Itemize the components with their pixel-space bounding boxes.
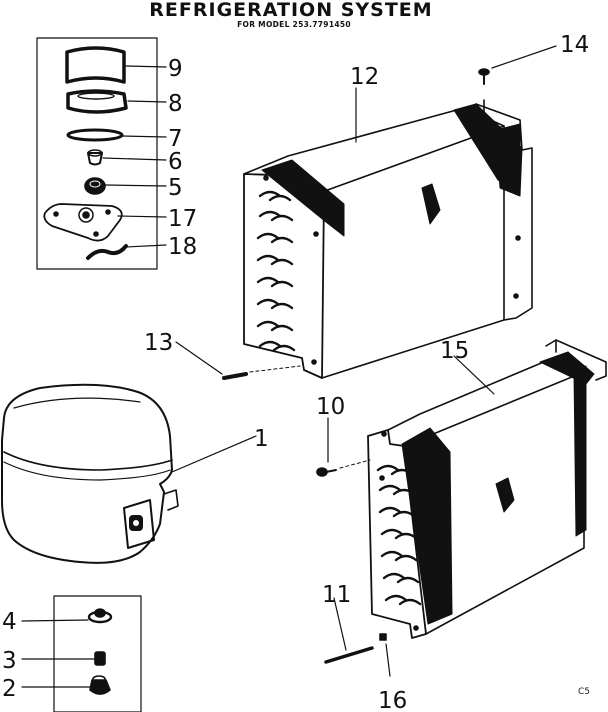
part-9-cover bbox=[65, 46, 126, 84]
part-8-pad bbox=[66, 89, 128, 114]
part-6-grommet bbox=[87, 149, 103, 166]
callout-17: 17 bbox=[168, 206, 197, 232]
callout-8: 8 bbox=[168, 91, 183, 117]
callout-1: 1 bbox=[254, 426, 269, 452]
callout-12: 12 bbox=[350, 64, 379, 90]
callout-6: 6 bbox=[168, 149, 183, 175]
callout-labels: 9 8 7 6 5 17 18 12 14 13 15 10 1 11 16 4… bbox=[2, 32, 590, 712]
corner-code: C5 bbox=[578, 687, 590, 697]
callout-11: 11 bbox=[322, 582, 351, 608]
diagram-title: REFRIGERATION SYSTEM bbox=[149, 0, 433, 21]
part-11-rod bbox=[324, 597, 374, 664]
part-16-nut bbox=[379, 633, 391, 677]
part-13-screw bbox=[175, 341, 301, 380]
callout-7: 7 bbox=[168, 126, 183, 152]
callout-13: 13 bbox=[144, 330, 173, 356]
part-3-sleeve bbox=[94, 651, 106, 666]
callout-18: 18 bbox=[168, 234, 197, 260]
callout-2: 2 bbox=[2, 676, 17, 702]
part-15-evaporator bbox=[367, 339, 607, 639]
callout-9: 9 bbox=[168, 56, 183, 82]
callout-5: 5 bbox=[168, 175, 183, 201]
callout-14: 14 bbox=[560, 32, 589, 58]
part-4-washer bbox=[87, 608, 113, 624]
callout-4: 4 bbox=[2, 609, 17, 635]
parts-group-box-upper bbox=[36, 37, 158, 270]
parts-group-box-lower bbox=[53, 595, 142, 712]
part-18-clip bbox=[86, 244, 128, 260]
diagram-subtitle: FOR MODEL 253.7791450 bbox=[237, 20, 351, 29]
callout-16: 16 bbox=[378, 688, 407, 712]
part-10-screw bbox=[316, 417, 371, 477]
part-2-grommet bbox=[89, 675, 111, 695]
part-7-gasket bbox=[66, 128, 124, 142]
part-14-screw bbox=[478, 45, 557, 85]
part-12-condenser bbox=[243, 99, 533, 379]
callout-15: 15 bbox=[440, 338, 469, 364]
part-1-compressor bbox=[1, 383, 257, 564]
part-5-cap bbox=[84, 177, 106, 195]
callout-3: 3 bbox=[2, 648, 17, 674]
callout-10: 10 bbox=[316, 394, 345, 420]
part-17-mounting-plate bbox=[43, 203, 123, 242]
